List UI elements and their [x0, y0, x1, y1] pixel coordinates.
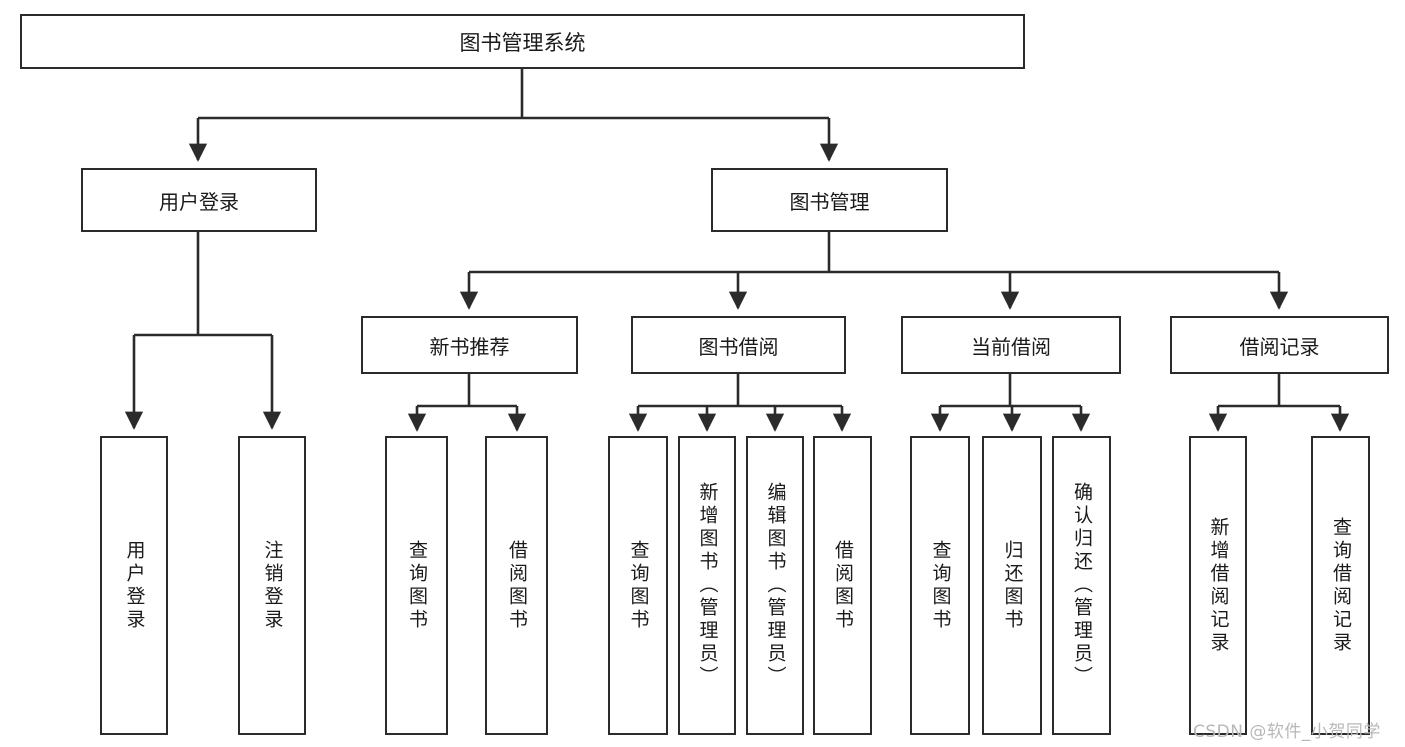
node-new-book-recommend-label: 新书推荐: [429, 334, 510, 359]
leaf-query-borrow-record-label: 查询借阅记录: [1330, 516, 1352, 655]
node-book-borrow-label: 图书借阅: [698, 334, 779, 359]
leaf-edit-book-admin-label: 编辑图书（管理员）: [764, 482, 787, 689]
leaf-add-borrow-record-label: 新增借阅记录: [1207, 516, 1230, 655]
node-user-login[interactable]: 用户登录: [81, 168, 317, 232]
leaf-borrow-book[interactable]: 借阅图书: [813, 436, 872, 735]
leaf-add-book-admin[interactable]: 新增图书（管理员）: [678, 436, 736, 735]
leaf-query-book-recommend[interactable]: 查询图书: [385, 436, 448, 735]
leaf-query-book-current[interactable]: 查询图书: [910, 436, 970, 735]
node-root-label: 图书管理系统: [459, 30, 586, 55]
node-user-login-label: 用户登录: [159, 189, 239, 214]
leaf-confirm-return-admin[interactable]: 确认归还（管理员）: [1052, 436, 1111, 735]
leaf-user-login-label: 用户登录: [123, 539, 146, 632]
node-book-borrow[interactable]: 图书借阅: [631, 316, 846, 374]
node-root[interactable]: 图书管理系统: [20, 14, 1025, 69]
node-new-book-recommend[interactable]: 新书推荐: [361, 316, 578, 374]
node-book-management[interactable]: 图书管理: [711, 168, 948, 232]
leaf-query-book-borrow[interactable]: 查询图书: [608, 436, 668, 735]
leaf-borrow-book-recommend-label: 借阅图书: [506, 539, 528, 632]
node-current-borrow-label: 当前借阅: [971, 334, 1051, 359]
leaf-confirm-return-admin-label: 确认归还（管理员）: [1071, 482, 1093, 689]
leaf-borrow-book-label: 借阅图书: [832, 539, 854, 632]
leaf-query-book-recommend-label: 查询图书: [406, 539, 428, 632]
leaf-return-book[interactable]: 归还图书: [982, 436, 1042, 735]
leaf-query-book-borrow-label: 查询图书: [627, 539, 650, 632]
leaf-edit-book-admin[interactable]: 编辑图书（管理员）: [746, 436, 804, 735]
node-borrow-record[interactable]: 借阅记录: [1170, 316, 1389, 374]
leaf-user-login[interactable]: 用户登录: [100, 436, 168, 735]
leaf-return-book-label: 归还图书: [1001, 539, 1024, 632]
leaf-borrow-book-recommend[interactable]: 借阅图书: [485, 436, 548, 735]
leaf-user-logout[interactable]: 注销登录: [238, 436, 306, 735]
leaf-add-book-admin-label: 新增图书（管理员）: [696, 482, 719, 689]
watermark: CSDN @软件_小贺同学: [1193, 722, 1381, 742]
leaf-add-borrow-record[interactable]: 新增借阅记录: [1189, 436, 1247, 735]
node-book-management-label: 图书管理: [789, 189, 870, 214]
node-borrow-record-label: 借阅记录: [1239, 334, 1320, 359]
leaf-query-book-current-label: 查询图书: [929, 539, 952, 632]
leaf-query-borrow-record[interactable]: 查询借阅记录: [1311, 436, 1370, 735]
node-current-borrow[interactable]: 当前借阅: [901, 316, 1121, 374]
leaf-user-logout-label: 注销登录: [261, 539, 284, 632]
